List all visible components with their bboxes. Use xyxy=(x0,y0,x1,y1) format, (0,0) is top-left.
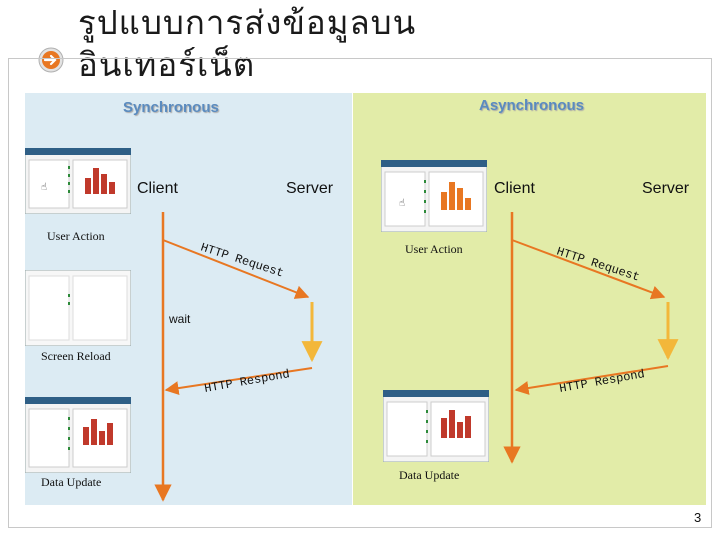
sync-http-respond-label: HTTP Respond xyxy=(203,367,291,396)
async-client-screen-thumbnail: ☝ xyxy=(380,159,488,236)
async-request-arrow xyxy=(511,239,666,300)
reload-screen-thumbnail xyxy=(24,269,132,350)
wait-label: wait xyxy=(169,312,191,326)
svg-text:☝: ☝ xyxy=(399,198,405,210)
sync-client-label: Client xyxy=(137,180,178,197)
sync-user-action-label: User Action xyxy=(47,229,105,243)
async-respond-arrow xyxy=(514,365,669,395)
sync-server-label: Server xyxy=(286,180,334,197)
synchronous-heading: Synchronous xyxy=(123,99,219,116)
async-server-label: Server xyxy=(642,180,690,197)
updated-screen-thumbnail xyxy=(24,396,132,477)
async-data-update-label: Data Update xyxy=(399,468,460,482)
client-screen-thumbnail: ☝ xyxy=(24,147,132,218)
page-title: รูปแบบการส่งข้อมูลบนอินเทอร์เน็ต xyxy=(78,3,417,84)
diagram-frame xyxy=(8,58,712,528)
async-updated-screen-thumbnail xyxy=(382,389,490,466)
sync-data-update-label: Data Update xyxy=(41,475,102,489)
asynchronous-heading: Asynchronous xyxy=(479,97,585,114)
screen-reload-label: Screen Reload xyxy=(41,349,111,363)
async-http-request-label: HTTP Request xyxy=(555,244,642,284)
async-http-respond-label: HTTP Respond xyxy=(558,367,646,396)
sync-request-arrow xyxy=(162,239,310,299)
page-number: 3 xyxy=(694,510,702,525)
async-client-label: Client xyxy=(494,180,535,197)
svg-text:☝: ☝ xyxy=(41,182,47,194)
sync-http-request-label: HTTP Request xyxy=(199,240,286,280)
arrow-right-icon xyxy=(37,46,65,74)
sync-respond-arrow xyxy=(164,367,313,396)
async-user-action-label: User Action xyxy=(405,242,463,256)
